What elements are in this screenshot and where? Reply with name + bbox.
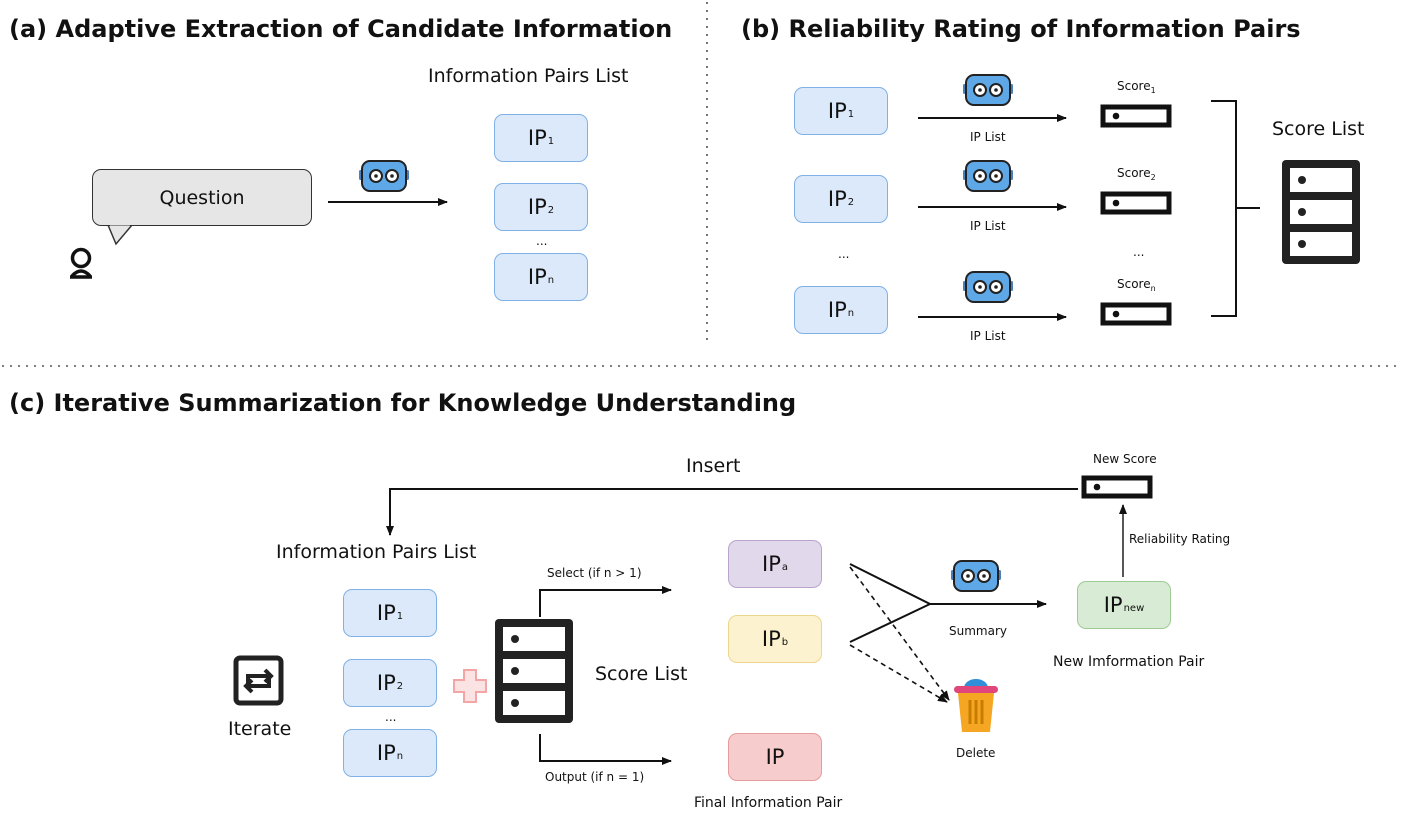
- score-list-label: Score List: [595, 663, 688, 685]
- server-icon: [1282, 160, 1360, 264]
- question-label: Question: [159, 186, 245, 209]
- plus-icon: [453, 669, 487, 703]
- robot-icon: [962, 74, 1014, 106]
- delete-label: Delete: [956, 746, 996, 760]
- robot-icon: [962, 271, 1014, 303]
- insert-arrow: [386, 488, 1078, 536]
- arrow-label: IP List: [970, 219, 1006, 233]
- robot-icon: [962, 160, 1014, 192]
- score-bar-icon: [1103, 107, 1169, 125]
- delete-arrow-a: [849, 566, 950, 701]
- score-bracket: [1211, 100, 1260, 317]
- output-arrow: [539, 734, 672, 765]
- ip-box-final: IP: [728, 733, 822, 781]
- ellipsis: ...: [536, 234, 548, 248]
- section-b-title: (b) Reliability Rating of Information Pa…: [741, 15, 1301, 43]
- new-score-label: New Score: [1093, 452, 1157, 466]
- score-bar-icon: [1103, 194, 1169, 212]
- score-label-n: Scoren: [1117, 277, 1156, 293]
- section-c-title: (c) Iterative Summarization for Knowledg…: [9, 389, 797, 417]
- select-label: Select (if n > 1): [547, 566, 642, 580]
- list-title: Information Pairs List: [428, 65, 629, 87]
- section-a-title: (a) Adaptive Extraction of Candidate Inf…: [9, 15, 673, 43]
- score-list-label: Score List: [1272, 118, 1365, 140]
- score-bar-icon: [1084, 478, 1150, 496]
- arrow-label: IP List: [970, 329, 1006, 343]
- summary-label: Summary: [949, 624, 1007, 638]
- score-bar-icon: [1103, 305, 1169, 323]
- trash-icon: [954, 679, 998, 732]
- user-icon: [70, 247, 92, 279]
- summary-lines: [849, 563, 1046, 643]
- ellipsis: ...: [838, 247, 850, 261]
- question-bubble: Question: [92, 169, 312, 226]
- new-pair-label: New Imformation Pair: [1053, 654, 1205, 670]
- list-title: Information Pairs List: [276, 541, 477, 563]
- iterate-label: Iterate: [228, 718, 292, 740]
- reliability-rating-label: Reliability Rating: [1129, 532, 1231, 546]
- score-label-2: Score2: [1117, 166, 1156, 182]
- ellipsis: ...: [1133, 245, 1145, 259]
- ellipsis: ...: [385, 710, 397, 724]
- server-icon: [495, 619, 573, 723]
- select-arrow: [539, 586, 672, 617]
- final-pair-label: Final Information Pair: [694, 795, 843, 811]
- insert-label: Insert: [686, 455, 741, 477]
- output-label: Output (if n = 1): [545, 770, 645, 784]
- robot-icon: [950, 560, 1002, 592]
- score-label-1: Score1: [1117, 79, 1156, 95]
- delete-arrow-b: [849, 644, 948, 703]
- arrow-label: IP List: [970, 130, 1006, 144]
- iterate-icon: [233, 655, 284, 706]
- robot-icon: [358, 160, 410, 192]
